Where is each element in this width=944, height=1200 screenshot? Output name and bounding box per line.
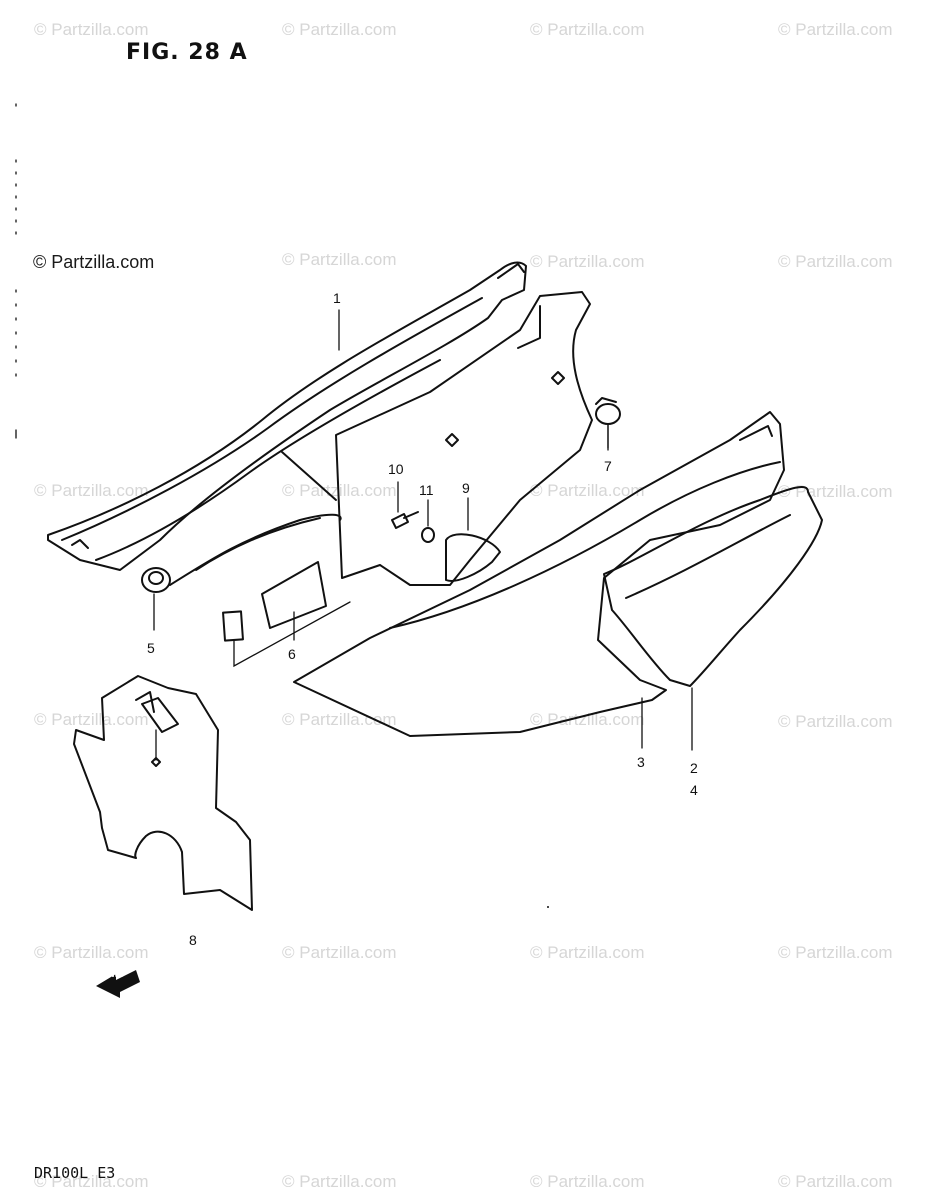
watermark: © Partzilla.com [34, 710, 149, 729]
watermark: © Partzilla.com [282, 943, 397, 962]
callout-3: 3 [637, 754, 645, 770]
watermark: © Partzilla.com [530, 943, 645, 962]
part-5-grommet [141, 567, 171, 631]
inner-cover-panel [169, 291, 593, 586]
watermark: © Partzilla.com [34, 1172, 149, 1191]
watermark: © Partzilla.com [778, 943, 893, 962]
watermark: © Partzilla.com [530, 20, 645, 39]
watermark: © Partzilla.com [530, 481, 645, 500]
watermark-prominent: © Partzilla.com [33, 252, 155, 272]
model-code: DR100L E3 [34, 1164, 116, 1182]
callout-9: 9 [462, 480, 470, 496]
watermark: © Partzilla.com [282, 710, 397, 729]
watermark: © Partzilla.com [282, 250, 397, 269]
watermark: © Partzilla.com [530, 252, 645, 271]
figure-title: FIG. 28 A [126, 40, 248, 65]
watermark: © Partzilla.com [778, 482, 893, 501]
part-11-washer [421, 499, 435, 543]
front-arrow-label: FWD [106, 970, 125, 979]
watermark: © Partzilla.com [34, 481, 149, 500]
part-6-label [222, 561, 351, 668]
callout-1: 1 [333, 290, 341, 306]
leader-lines [338, 309, 609, 451]
watermark: © Partzilla.com [778, 1172, 893, 1191]
callout-2: 2 [690, 760, 698, 776]
part-9-cushion [445, 497, 501, 582]
watermark: © Partzilla.com [34, 943, 149, 962]
part-10-screw [391, 481, 419, 529]
callout-11: 11 [419, 482, 434, 498]
callout-4: 4 [690, 782, 698, 798]
callout-8: 8 [189, 932, 197, 948]
callout-5: 5 [147, 640, 155, 656]
watermark: © Partzilla.com [282, 1172, 397, 1191]
callout-10: 10 [388, 461, 404, 477]
part-3-frame-cover [293, 411, 785, 749]
part-8-mud-guard [73, 675, 253, 911]
watermark: © Partzilla.com [530, 710, 645, 729]
part-2-side-cover-emblem [603, 485, 823, 751]
watermark: © Partzilla.com [530, 1172, 645, 1191]
callout-7: 7 [604, 458, 612, 474]
watermark: © Partzilla.com [282, 20, 397, 39]
watermark: © Partzilla.com [778, 712, 893, 731]
watermark: © Partzilla.com [778, 20, 893, 39]
part-1-frame-cover [47, 261, 527, 571]
watermark: © Partzilla.com [34, 20, 149, 39]
callout-6: 6 [288, 646, 296, 662]
front-direction-arrow [96, 970, 140, 998]
watermark: © Partzilla.com [778, 252, 893, 271]
